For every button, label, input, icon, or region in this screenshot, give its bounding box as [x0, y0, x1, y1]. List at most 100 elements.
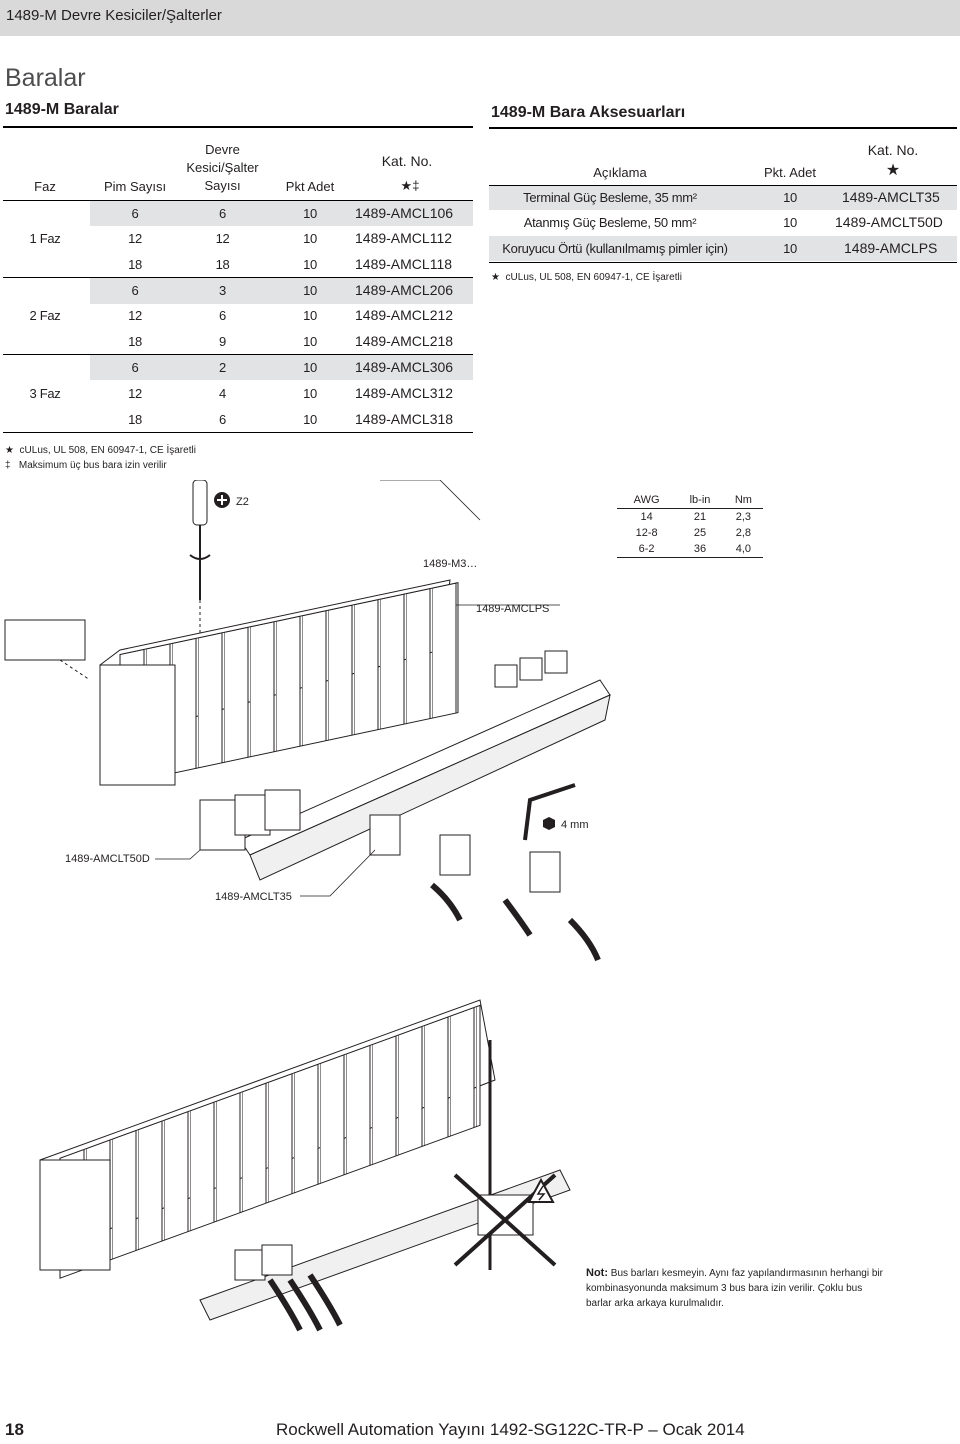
note-box: Not: Bus barları kesmeyin. Aynı faz yapı…	[586, 1266, 886, 1311]
cell-katno: 1489-AMCL106	[355, 205, 454, 221]
cell-devre: 3	[219, 283, 226, 298]
cell-katno: 1489-AMCL318	[355, 411, 454, 427]
table-row: 12-8 25 2,8	[617, 525, 763, 541]
hex-key-icon	[523, 783, 576, 841]
footnote-text: Maksimum üç bus bara izin verilir	[18, 460, 167, 471]
section-title: Baralar	[5, 64, 86, 92]
torque-cell: 21	[693, 511, 707, 523]
star-symbol: ★	[491, 272, 500, 283]
busbar-installation-diagram	[4, 480, 611, 1332]
torque-header-awg: AWG	[633, 494, 660, 506]
faz-3: 3 Faz	[29, 386, 61, 401]
left-footnote-2: ‡ Maksimum üç bus bara izin verilir	[5, 460, 167, 471]
double-dagger-symbol: ‡	[5, 460, 11, 471]
cell-katno: 1489-AMCLT50D	[835, 214, 943, 230]
feed-terminal-lower	[234, 1244, 343, 1332]
col-header-katno: Kat. No.	[381, 153, 433, 169]
torque-cell: 4,0	[735, 543, 752, 555]
star-symbol: ★	[5, 445, 14, 456]
cell-pkt: 10	[303, 386, 317, 401]
cell-pkt: 10	[303, 257, 317, 272]
torque-table-header: AWG lb-in Nm	[617, 492, 763, 509]
cell-katno: 1489-AMCL306	[355, 359, 454, 375]
cover-detail	[4, 619, 91, 681]
screwdriver-icon	[189, 480, 211, 600]
cell-devre: 12	[215, 231, 230, 246]
page-number: 18	[5, 1420, 24, 1439]
cell-pim: 12	[128, 308, 142, 323]
cell-pkt: 10	[303, 283, 317, 298]
cell-pim: 6	[131, 283, 139, 298]
note-label: Not:	[586, 1267, 608, 1279]
amclps-label: 1489-AMCLPS	[476, 603, 550, 615]
cell-aciklama: Koruyucu Örtü (kullanılmamış pimler için…	[502, 241, 728, 256]
torque-cell: 6-2	[638, 543, 655, 555]
cell-katno: 1489-AMCL118	[355, 256, 453, 272]
electrical-warning-icon	[527, 1177, 555, 1203]
publication-info: Rockwell Automation Yayını 1492-SG122C-T…	[276, 1420, 745, 1439]
col-header-pkt: Pkt Adet	[285, 179, 335, 194]
right-footnote: ★ cULus, UL 508, EN 60947-1, CE İşaretli	[491, 272, 682, 283]
cell-pim: 12	[128, 386, 142, 401]
amclt50d-label: 1489-AMCLT50D	[65, 853, 150, 865]
cell-devre: 4	[219, 386, 226, 401]
cell-pkt: 10	[303, 412, 317, 427]
cell-pim: 18	[128, 334, 142, 349]
cell-pkt: 10	[783, 241, 797, 256]
cable-terminals-t35	[369, 814, 601, 962]
cell-pkt: 10	[303, 231, 317, 246]
col-header-katno-symbols: ★‡	[400, 178, 420, 193]
m3-label: 1489-M3…	[423, 558, 478, 570]
col-header-pim: Pim Sayısı	[103, 179, 167, 194]
cell-pkt: 10	[303, 206, 317, 221]
cell-pim: 6	[131, 206, 139, 221]
torque-cell: 2,3	[735, 511, 752, 523]
cell-aciklama: Atanmış Güç Besleme, 50 mm²	[523, 215, 697, 230]
col-header-faz: Faz	[34, 179, 56, 194]
cell-aciklama: Terminal Güç Besleme, 35 mm²	[523, 190, 697, 205]
cell-katno: 1489-AMCL312	[355, 385, 454, 401]
cell-pim: 12	[128, 231, 142, 246]
table-row: 6-2 36 4,0	[617, 541, 763, 558]
cell-pkt: 10	[303, 308, 317, 323]
breaker-row-upper	[99, 579, 459, 786]
cell-devre: 2	[219, 360, 226, 375]
left-table-title: 1489-M Baralar	[5, 101, 119, 118]
phillips-z2-icon	[214, 492, 230, 508]
cell-pkt: 10	[303, 360, 317, 375]
torque-cell: 14	[640, 511, 653, 523]
cell-katno: 1489-AMCL212	[355, 307, 454, 323]
cell-pim: 18	[128, 412, 142, 427]
cell-pkt: 10	[783, 215, 797, 230]
hex-icon	[543, 817, 555, 830]
torque-cell: 12-8	[635, 527, 658, 539]
feed-terminal-t50d	[199, 789, 301, 851]
cell-katno: 1489-AMCL112	[355, 230, 453, 246]
table-row: 14 21 2,3	[617, 509, 763, 526]
torque-cell: 36	[693, 543, 707, 555]
breaker-row-lower	[39, 999, 496, 1279]
cell-katno: 1489-AMCLT35	[842, 189, 940, 205]
note-text: Bus barları kesmeyin. Aynı faz yapılandı…	[586, 1268, 883, 1309]
col-header-katno-right: Kat. No.	[867, 142, 919, 158]
faz-2: 2 Faz	[29, 308, 61, 323]
torque-header-lbin: lb-in	[689, 494, 711, 506]
right-table-top-rule	[489, 127, 957, 129]
col-header-devre-2: Kesici/Şalter	[186, 160, 259, 175]
cell-devre: 6	[219, 412, 226, 427]
cell-pim: 18	[128, 257, 142, 272]
right-table-title: 1489-M Bara Aksesuarları	[491, 104, 686, 121]
protective-cover-part	[494, 650, 568, 688]
footnote-text: cULus, UL 508, EN 60947-1, CE İşaretli	[505, 272, 682, 283]
header-bar: 1489-M Devre Kesiciler/Şalterler	[0, 0, 960, 36]
cell-pkt: 10	[303, 334, 317, 349]
cell-pkt: 10	[783, 190, 797, 205]
z2-label: Z2	[236, 496, 249, 508]
star-icon: ★	[885, 162, 901, 179]
cell-devre: 18	[215, 257, 230, 272]
left-footnote-1: ★ cULus, UL 508, EN 60947-1, CE İşaretli	[5, 445, 196, 456]
col-header-devre-1: Devre	[205, 142, 240, 157]
header-title: 1489-M Devre Kesiciler/Şalterler	[6, 7, 222, 24]
col-header-pkt-adet: Pkt. Adet	[763, 165, 817, 180]
busbar-upper	[239, 679, 611, 881]
